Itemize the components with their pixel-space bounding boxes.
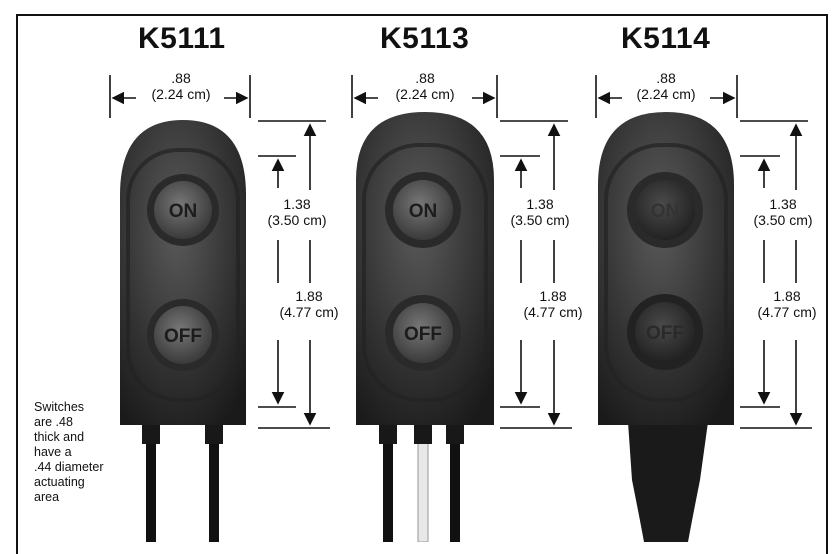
wire [450,425,460,542]
note-line: area [34,490,60,504]
width-cm: (2.24 cm) [395,86,455,102]
width-cm: (2.24 cm) [636,86,696,102]
on-label: ON [409,201,438,222]
tall-height-label: 1.88 (4.77 cm) [744,288,830,320]
width-label: .88 (2.24 cm) [140,70,222,102]
model-title-k5114: K5114 [621,22,711,55]
width-inches: .88 [656,70,676,86]
short-height-cm: (3.50 cm) [510,212,570,228]
figure-border [16,14,828,554]
switch-k5113 [356,112,494,542]
switch-k5111 [120,120,246,542]
tall-height-cm: (4.77 cm) [757,304,817,320]
off-label: OFF [164,326,202,347]
cable-boot [628,422,708,542]
short-height-label: 1.38 (3.50 cm) [497,196,583,228]
note-line: thick and [34,430,85,444]
tall-height-label: 1.88 (4.77 cm) [510,288,596,320]
note-line: actuating [34,475,85,489]
tall-height-inches: 1.88 [539,288,567,304]
width-inches: .88 [171,70,191,86]
switch-k5114 [598,112,734,542]
model-title-k5113: K5113 [380,22,470,55]
note-line: are .48 [34,415,73,429]
tall-height-inches: 1.88 [773,288,801,304]
wire [146,425,156,542]
off-label: OFF [404,324,442,345]
switch-diagram: ON OFF ON OFF ON OFF [109,75,812,542]
width-cm: (2.24 cm) [151,86,211,102]
wire [209,425,219,542]
short-height-cm: (3.50 cm) [267,212,327,228]
off-label: OFF [646,323,684,344]
on-label: ON [169,201,198,222]
tall-height-inches: 1.88 [295,288,323,304]
width-label: .88 (2.24 cm) [382,70,468,102]
short-height-inches: 1.38 [283,196,311,212]
height-dimension-lines [258,120,812,429]
note-line: Switches [34,400,85,414]
wire [383,425,393,542]
short-height-inches: 1.38 [769,196,797,212]
tall-height-cm: (4.77 cm) [523,304,583,320]
switch-note: Switches are .48 thick and have a .44 di… [34,400,124,505]
short-height-cm: (3.50 cm) [753,212,813,228]
on-label: ON [651,201,680,222]
model-title-k5111: K5111 [138,22,226,55]
note-line: have a [34,445,72,459]
short-height-inches: 1.38 [526,196,554,212]
note-line: .44 diameter [34,460,104,474]
short-height-label: 1.38 (3.50 cm) [254,196,340,228]
short-height-label: 1.38 (3.50 cm) [740,196,826,228]
tall-height-cm: (4.77 cm) [279,304,339,320]
tall-height-label: 1.88 (4.77 cm) [266,288,352,320]
width-dimension-lines [109,75,738,118]
width-label: .88 (2.24 cm) [624,70,708,102]
width-inches: .88 [415,70,435,86]
